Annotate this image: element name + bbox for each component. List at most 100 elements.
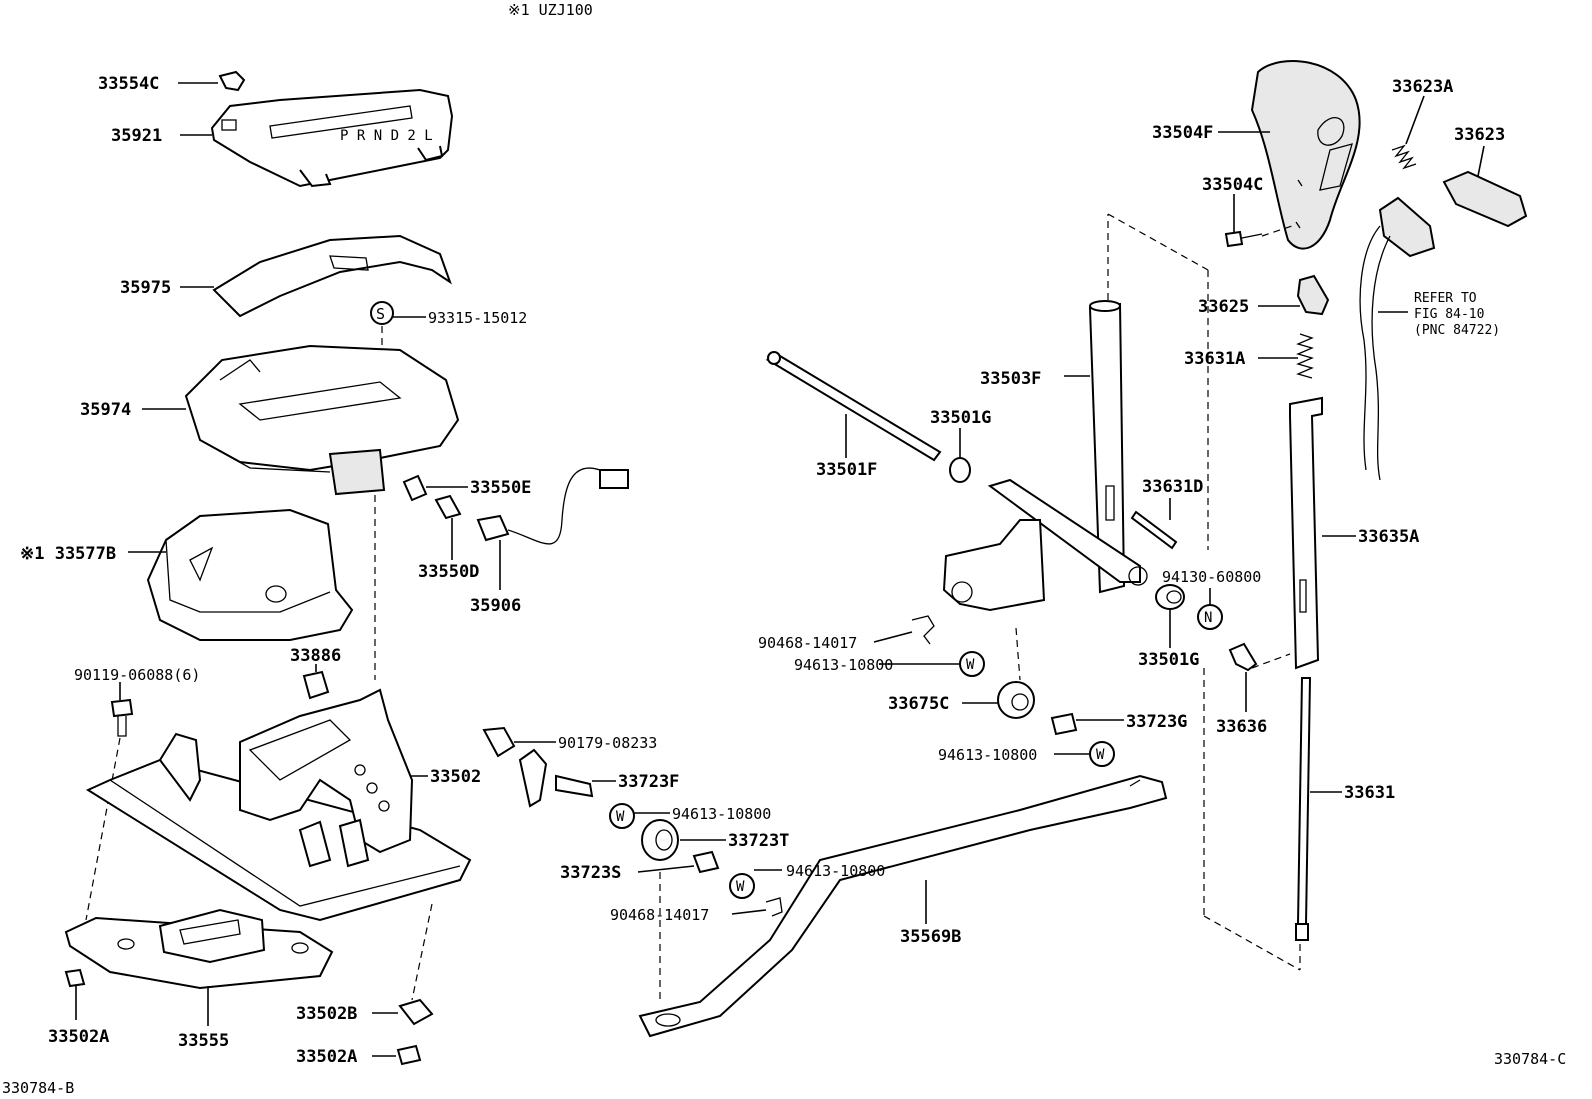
label-94613-10800-b: 94613-10800 — [786, 862, 885, 880]
label-33501g-1: 33501G — [930, 408, 991, 428]
symbol-w-94613-d: W — [1089, 741, 1115, 767]
part-33625-push-rod-cap — [1296, 274, 1330, 316]
label-90179-08233: 90179-08233 — [558, 734, 657, 752]
header-note: ※1 UZJ100 — [508, 1, 593, 19]
refer-note: REFER TO FIG 84-10 (PNC 84722) — [1414, 291, 1500, 338]
label-90468-14017-b: 90468-14017 — [610, 906, 709, 924]
label-35906: 35906 — [470, 596, 521, 616]
label-33723f: 33723F — [618, 772, 679, 792]
label-94613-10800-c: 94613-10800 — [794, 656, 893, 674]
label-35975: 35975 — [120, 278, 171, 298]
label-33502b: 33502B — [296, 1004, 357, 1024]
label-90119-06088: 90119-06088(6) — [74, 666, 200, 684]
part-35974-position-indicator-base — [184, 344, 460, 496]
part-33886-block — [302, 670, 330, 700]
part-33501g-bushing-1 — [949, 457, 971, 483]
label-33554c: 33554C — [98, 74, 159, 94]
part-90468-clip-b — [765, 897, 783, 917]
refer-note-line3: (PNC 84722) — [1414, 323, 1500, 338]
svg-text:W: W — [966, 657, 975, 673]
part-33723s-collar — [692, 850, 720, 874]
symbol-w-94613-a: W — [609, 803, 635, 829]
part-33501g-bushing-2 — [1155, 584, 1185, 610]
label-94613-10800-a: 94613-10800 — [672, 805, 771, 823]
part-33550d-bulb — [434, 494, 462, 520]
symbol-w-94613-c: W — [959, 651, 985, 677]
symbol-s-93315: S — [370, 301, 394, 325]
svg-text:N: N — [1204, 610, 1212, 626]
part-33503f-lever-tube — [942, 300, 1148, 612]
part-35569b-control-rod — [638, 774, 1168, 1038]
part-33501f-shaft — [765, 351, 942, 462]
part-33636-clip — [1228, 642, 1258, 672]
svg-text:W: W — [1096, 747, 1105, 763]
part-33555-base-plate — [64, 908, 334, 990]
label-35974: 35974 — [80, 400, 131, 420]
label-33502: 33502 — [430, 767, 481, 787]
label-33504f: 33504F — [1152, 123, 1213, 143]
part-33554c-clip — [218, 70, 246, 92]
part-33631-push-rod — [1295, 677, 1312, 941]
part-35975-dust-cover — [212, 234, 452, 318]
label-33502a-left: 33502A — [48, 1027, 109, 1047]
part-33502a-grommet-left — [64, 968, 86, 988]
label-35921: 35921 — [111, 126, 162, 146]
label-33503f: 33503F — [980, 369, 1041, 389]
label-35569b: 35569B — [900, 927, 961, 947]
label-33723g: 33723G — [1126, 712, 1187, 732]
part-33623-button — [1442, 170, 1528, 228]
label-94613-10800-d: 94613-10800 — [938, 746, 1037, 764]
label-33550e: 33550E — [470, 478, 531, 498]
label-90468-14017-a: 90468-14017 — [758, 634, 857, 652]
gear-letters-icon: P R N D 2 L — [340, 128, 433, 144]
label-33625: 33625 — [1198, 297, 1249, 317]
part-90179-nut — [482, 726, 516, 758]
svg-text:W: W — [616, 809, 625, 825]
part-33502b-grommet — [398, 998, 434, 1026]
label-33631d: 33631D — [1142, 477, 1203, 497]
label-33635a: 33635A — [1358, 527, 1419, 547]
part-90119-bolt — [110, 698, 134, 737]
refer-note-line1: REFER TO — [1414, 291, 1477, 306]
footer-left-code: 330784-B — [2, 1079, 74, 1097]
part-33502a-grommet-right — [396, 1044, 422, 1066]
part-33631a-spring — [1296, 333, 1314, 379]
part-33504f-shift-knob — [1250, 60, 1361, 250]
part-overdrive-switch-wire — [1359, 196, 1436, 481]
part-33635a-release-rod — [1289, 396, 1323, 670]
symbol-n-94130: N — [1197, 604, 1223, 630]
label-33723t: 33723T — [728, 831, 789, 851]
part-33504c-screw — [1224, 230, 1263, 248]
svg-text:W: W — [736, 879, 745, 895]
part-35906-wire-harness — [476, 467, 629, 545]
part-33675c-bushing — [997, 681, 1035, 719]
label-93315-15012: 93315-15012 — [428, 309, 527, 327]
part-33723f-pin — [555, 774, 594, 798]
label-33501f: 33501F — [816, 460, 877, 480]
label-33886: 33886 — [290, 646, 341, 666]
part-link-arm — [518, 748, 548, 808]
label-33623a: 33623A — [1392, 77, 1453, 97]
label-33723s: 33723S — [560, 863, 621, 883]
label-33501g-2: 33501G — [1138, 650, 1199, 670]
label-33577b: ※1 33577B — [20, 544, 116, 564]
svg-text:S: S — [376, 305, 385, 323]
part-35921-indicator-housing: P R N D 2 L — [210, 88, 454, 188]
label-33675c: 33675C — [888, 694, 949, 714]
part-33723g-collar — [1050, 712, 1078, 736]
label-33636: 33636 — [1216, 717, 1267, 737]
label-33623: 33623 — [1454, 125, 1505, 145]
label-33504c: 33504C — [1202, 175, 1263, 195]
label-94130-60800: 94130-60800 — [1162, 568, 1261, 586]
label-33631: 33631 — [1344, 783, 1395, 803]
part-33723t-bushing — [641, 819, 679, 861]
part-90468-clip-a — [911, 615, 935, 645]
part-33631d-pin — [1130, 510, 1178, 550]
label-33555: 33555 — [178, 1031, 229, 1051]
label-33550d: 33550D — [418, 562, 479, 582]
part-33550e-bulb — [402, 474, 428, 502]
part-33502-shift-base — [85, 688, 472, 922]
refer-note-line2: FIG 84-10 — [1414, 307, 1484, 322]
part-33577b-cover — [146, 508, 354, 641]
